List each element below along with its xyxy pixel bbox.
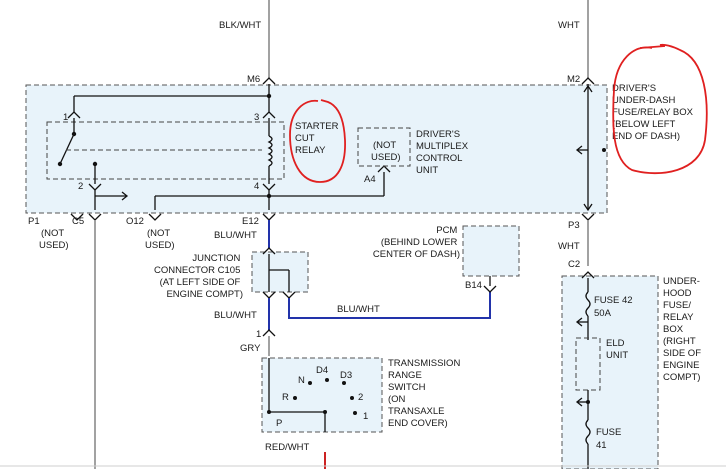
c5-connector bbox=[88, 213, 102, 221]
p1-connector bbox=[70, 213, 84, 221]
label-p1: P1 bbox=[28, 216, 40, 227]
e12-connector bbox=[262, 213, 276, 221]
label-pin4: 4 bbox=[254, 181, 259, 192]
multiplex-unit-label: DRIVER'S MULTIPLEX CONTROL UNIT bbox=[416, 129, 471, 176]
fuse42-symbol bbox=[585, 291, 591, 317]
b14-connector bbox=[483, 285, 497, 293]
pos-d4-dot bbox=[325, 378, 329, 382]
wire-label-red-wht: RED/WHT bbox=[265, 442, 310, 453]
label-pin2: 2 bbox=[78, 181, 83, 192]
relay-coil bbox=[267, 135, 273, 167]
label-pin1: 1 bbox=[63, 112, 68, 123]
label-a4: A4 bbox=[364, 174, 376, 185]
label-o12: O12 bbox=[126, 216, 144, 227]
junction-top-connector bbox=[262, 247, 276, 255]
switch-common-dot bbox=[267, 410, 271, 414]
c2-connector bbox=[581, 271, 595, 279]
relay-switch-arm bbox=[59, 133, 75, 165]
label-pos-1: 1 bbox=[363, 411, 368, 422]
label-c2: C2 bbox=[568, 259, 580, 270]
multiplex-unit-box bbox=[357, 127, 411, 167]
under-hood-box-label: UNDER- HOOD FUSE/ RELAY BOX (RIGHT SIDE … bbox=[663, 276, 704, 383]
wire-label-blu-wht-2: BLU/WHT bbox=[214, 310, 257, 321]
fuse41-dot bbox=[586, 400, 590, 404]
fuse-relay-box-label: DRIVER'S UNDER-DASH FUSE/RELAY BOX (BELO… bbox=[612, 83, 696, 142]
wire-label-blk-wht: BLK/WHT bbox=[219, 20, 261, 31]
wire-label-wht-mid: WHT bbox=[558, 241, 580, 252]
right-stub-arrow bbox=[575, 145, 583, 155]
label-pos-r: R bbox=[282, 392, 289, 403]
wire-label-wht-top: WHT bbox=[558, 20, 580, 31]
label-m6: M6 bbox=[247, 74, 260, 85]
trans-switch-label: TRANSMISSION RANGE SWITCH (ON TRANSAXLE … bbox=[388, 358, 463, 429]
label-pos-p: P bbox=[276, 418, 282, 429]
fuse41-branch-arrow bbox=[575, 397, 583, 407]
o12-connector bbox=[148, 213, 162, 221]
junction-bottom-a bbox=[262, 291, 276, 299]
pin3-connector bbox=[262, 111, 276, 119]
pin2-branch-arrow bbox=[121, 191, 129, 201]
eld-unit-label: ELD UNIT bbox=[606, 338, 628, 361]
label-pin3: 3 bbox=[254, 112, 259, 123]
label-pos-d3: D3 bbox=[340, 370, 352, 381]
under-dash-fuse-box bbox=[25, 84, 608, 214]
pcm-label: PCM (BEHIND LOWER CENTER OF DASH) bbox=[373, 225, 460, 260]
label-m2: M2 bbox=[567, 74, 580, 85]
wire-label-blu-wht-3: BLU/WHT bbox=[337, 304, 380, 315]
junction-bottom-b bbox=[282, 291, 296, 299]
junction-connector-box bbox=[251, 251, 309, 293]
connector-m2 bbox=[581, 77, 595, 85]
red-annotation-tail bbox=[639, 45, 666, 49]
junction-label: JUNCTION CONNECTOR C105 (AT LEFT SIDE OF… bbox=[154, 253, 243, 300]
connector-m6 bbox=[262, 77, 276, 85]
label-pos-n: N bbox=[298, 375, 305, 386]
fuse41-symbol bbox=[585, 419, 591, 445]
right-wire-arrows bbox=[583, 84, 593, 212]
pin1-low-connector bbox=[262, 329, 276, 337]
pin1-connector bbox=[67, 111, 81, 119]
blu-wht-wire-pcm bbox=[288, 292, 491, 319]
pos-1-dot bbox=[353, 411, 357, 415]
switch-contact bbox=[57, 161, 63, 167]
o12-not-used: (NOT USED) bbox=[145, 228, 175, 251]
label-p3: P3 bbox=[568, 220, 580, 231]
p1-not-used: (NOT USED) bbox=[39, 228, 69, 251]
multiplex-not-used: (NOT USED) bbox=[371, 140, 401, 163]
under-hood-fuse-box bbox=[561, 275, 659, 469]
pcm-box bbox=[462, 225, 520, 277]
red-annotation-fusebox bbox=[612, 43, 708, 175]
pos-n-dot bbox=[308, 381, 312, 385]
label-b14: B14 bbox=[465, 280, 482, 291]
fuse41-label: FUSE 41 bbox=[596, 427, 624, 451]
fuse42-branch-arrow bbox=[575, 317, 583, 327]
label-e12: E12 bbox=[242, 216, 259, 227]
relay-box bbox=[46, 121, 285, 180]
wire-label-blu-wht-1: BLU/WHT bbox=[214, 230, 257, 241]
pos-r-dot bbox=[293, 396, 297, 400]
label-pos-d4: D4 bbox=[316, 365, 328, 376]
label-pin1-low: 1 bbox=[256, 329, 261, 340]
right-dot bbox=[602, 148, 606, 152]
wire-label-gry: GRY bbox=[240, 343, 261, 354]
starter-cut-relay-label: STARTER CUT RELAY bbox=[295, 121, 341, 156]
fuse42-label: FUSE 42 50A bbox=[594, 295, 635, 319]
pos-d3-dot bbox=[342, 381, 346, 385]
label-pos-2: 2 bbox=[358, 392, 363, 403]
red-annotation-relay bbox=[289, 99, 346, 183]
trans-range-switch-box bbox=[261, 357, 383, 433]
switch-pivot bbox=[71, 131, 77, 137]
label-c5: C5 bbox=[72, 216, 84, 227]
p3-connector bbox=[581, 213, 595, 221]
pos-2-dot bbox=[350, 396, 354, 400]
